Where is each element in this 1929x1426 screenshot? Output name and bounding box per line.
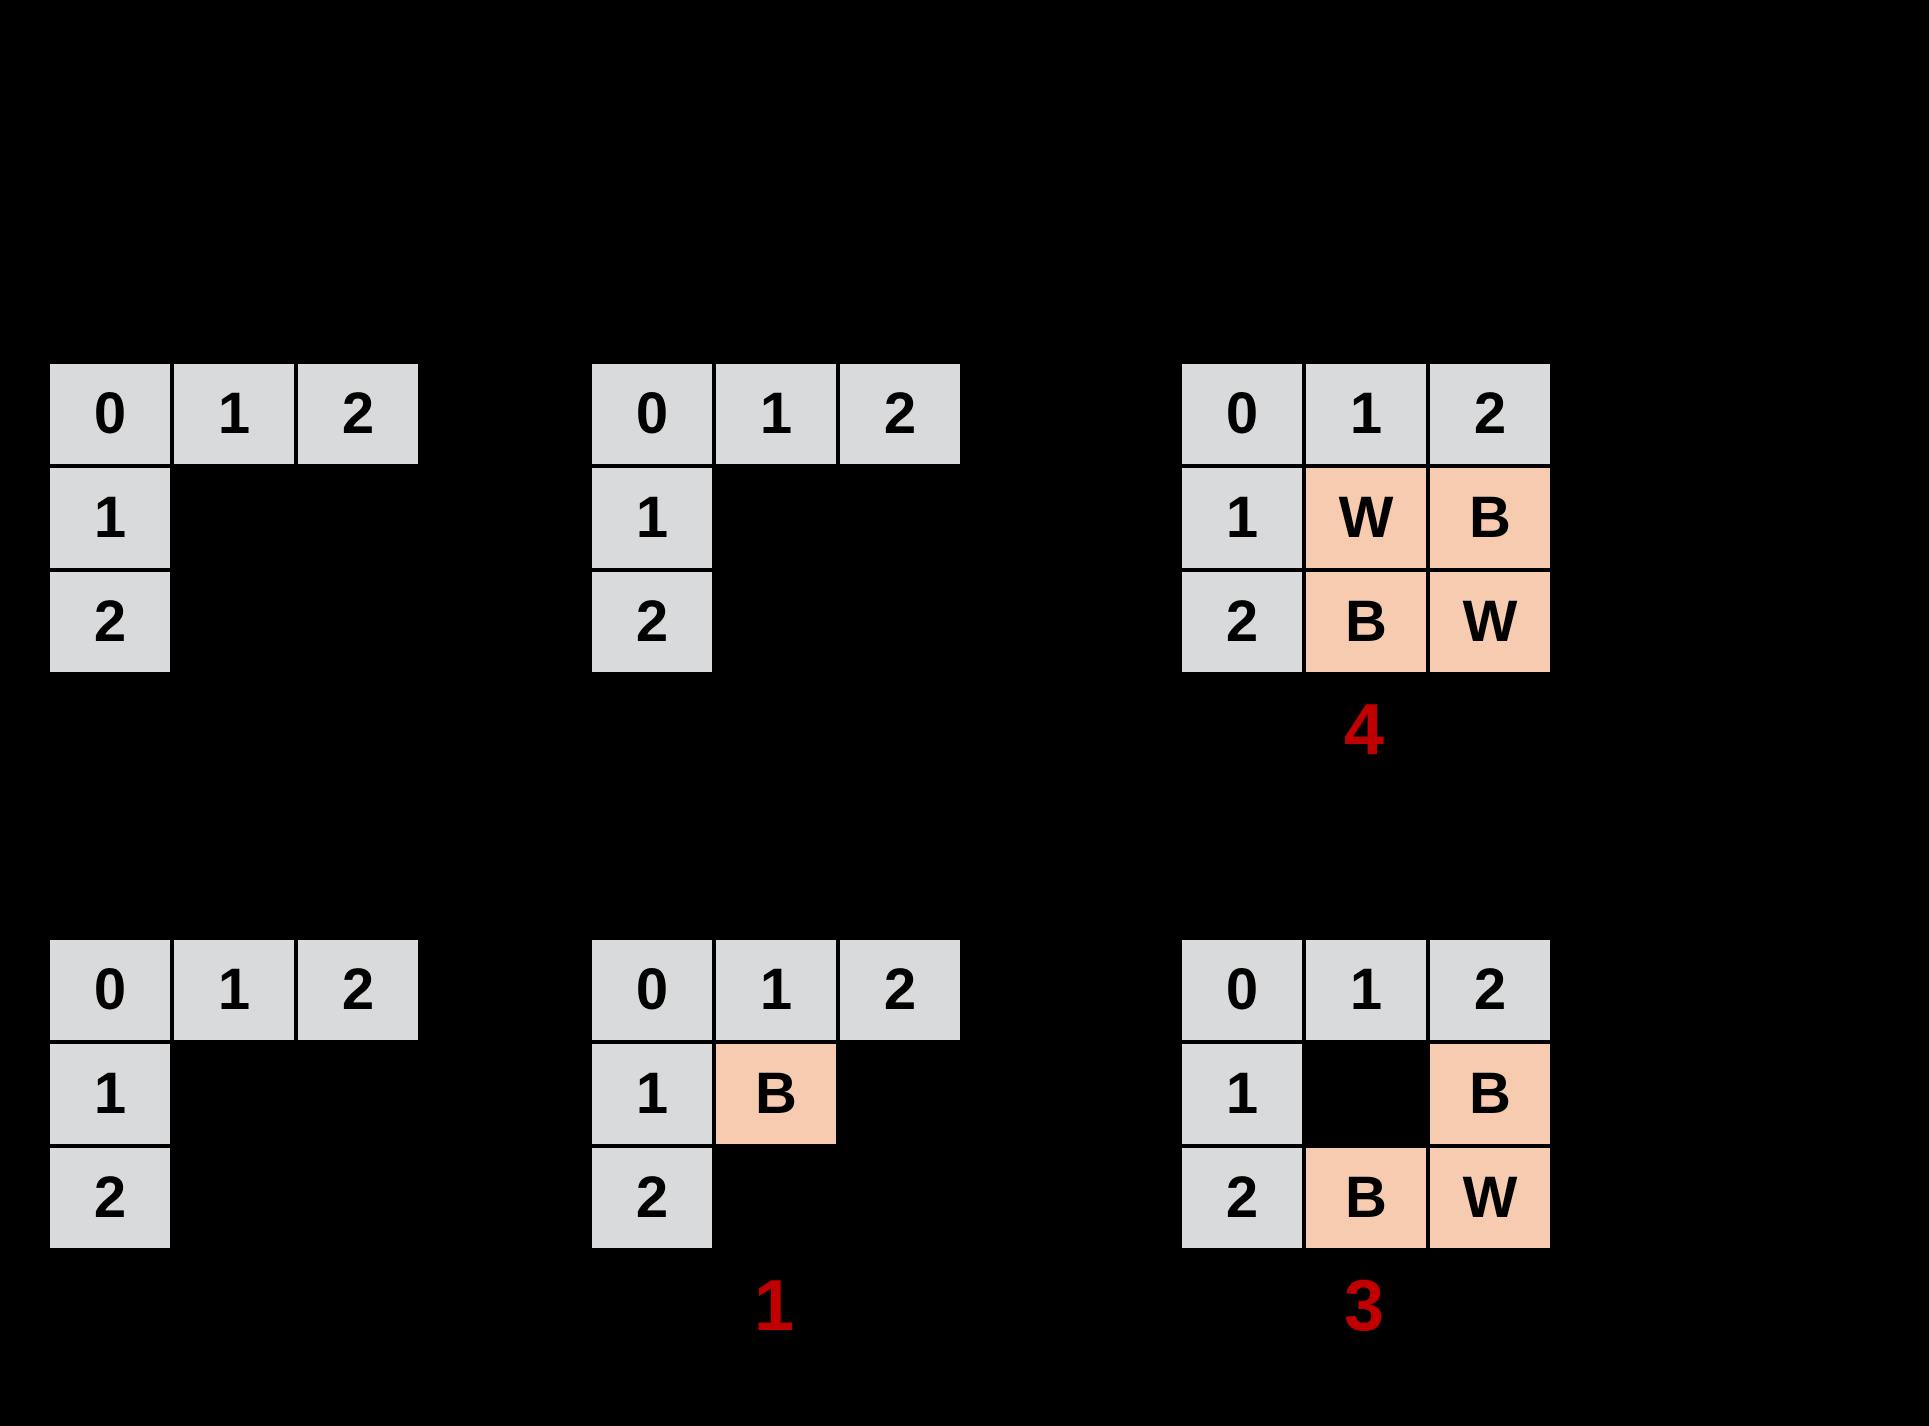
empty-cell-r1-c1[interactable] [174,1044,294,1144]
axis-label-cell-r0-c2: 2 [1430,364,1550,464]
axis-label-cell-r0-c2: 2 [840,364,960,464]
empty-cell-r2-c1[interactable] [174,1148,294,1248]
empty-cell-r2-c1[interactable] [174,572,294,672]
panel-step-number: 3 [1343,1266,1385,1346]
empty-cell-r2-c2[interactable] [840,572,960,672]
empty-cell-r2-c2[interactable] [840,1148,960,1248]
stone-cell-r1-c2[interactable]: B [1430,468,1550,568]
axis-label-cell-r2-c0: 2 [592,572,712,672]
empty-cell-r2-c1[interactable] [716,572,836,672]
axis-label-cell-r0-c1: 1 [174,364,294,464]
axis-label-cell-r0-c1: 1 [1306,364,1426,464]
stone-cell-r2-c1[interactable]: B [1306,1148,1426,1248]
axis-label-cell-r1-c0: 1 [592,468,712,568]
axis-label-cell-r0-c0: 0 [592,364,712,464]
empty-cell-r1-c1[interactable] [1306,1044,1426,1144]
axis-label-cell-r0-c1: 1 [174,940,294,1040]
stone-cell-r2-c2[interactable]: W [1430,572,1550,672]
empty-cell-r1-c2[interactable] [298,1044,418,1144]
empty-cell-r2-c2[interactable] [298,1148,418,1248]
axis-label-cell-r2-c0: 2 [50,572,170,672]
stone-cell-r1-c2[interactable]: B [1430,1044,1550,1144]
stone-cell-r2-c2[interactable]: W [1430,1148,1550,1248]
stone-cell-r1-c1[interactable]: W [1306,468,1426,568]
empty-cell-r2-c2[interactable] [298,572,418,672]
axis-label-cell-r0-c1: 1 [1306,940,1426,1040]
axis-label-cell-r1-c0: 1 [50,1044,170,1144]
axis-label-cell-r0-c0: 0 [592,940,712,1040]
axis-label-cell-r0-c2: 2 [298,364,418,464]
empty-cell-r2-c1[interactable] [716,1148,836,1248]
axis-label-cell-r0-c1: 1 [716,364,836,464]
axis-label-cell-r2-c0: 2 [592,1148,712,1248]
axis-label-cell-r2-c0: 2 [50,1148,170,1248]
empty-cell-r1-c1[interactable] [716,468,836,568]
axis-label-cell-r0-c2: 2 [840,940,960,1040]
axis-label-cell-r1-c0: 1 [592,1044,712,1144]
axis-label-cell-r0-c2: 2 [1430,940,1550,1040]
axis-label-cell-r1-c0: 1 [1182,468,1302,568]
stone-cell-r2-c1[interactable]: B [1306,572,1426,672]
empty-cell-r1-c2[interactable] [840,468,960,568]
empty-cell-r1-c2[interactable] [840,1044,960,1144]
axis-label-cell-r2-c0: 2 [1182,572,1302,672]
stone-cell-r1-c1[interactable]: B [716,1044,836,1144]
axis-label-cell-r0-c2: 2 [298,940,418,1040]
axis-label-cell-r1-c0: 1 [1182,1044,1302,1144]
panel-step-number: 4 [1343,690,1385,770]
empty-cell-r1-c2[interactable] [298,468,418,568]
axis-label-cell-r0-c0: 0 [50,940,170,1040]
panel-step-number: 1 [753,1266,795,1346]
empty-cell-r1-c1[interactable] [174,468,294,568]
axis-label-cell-r1-c0: 1 [50,468,170,568]
axis-label-cell-r0-c0: 0 [1182,940,1302,1040]
axis-label-cell-r2-c0: 2 [1182,1148,1302,1248]
axis-label-cell-r0-c1: 1 [716,940,836,1040]
axis-label-cell-r0-c0: 0 [50,364,170,464]
axis-label-cell-r0-c0: 0 [1182,364,1302,464]
